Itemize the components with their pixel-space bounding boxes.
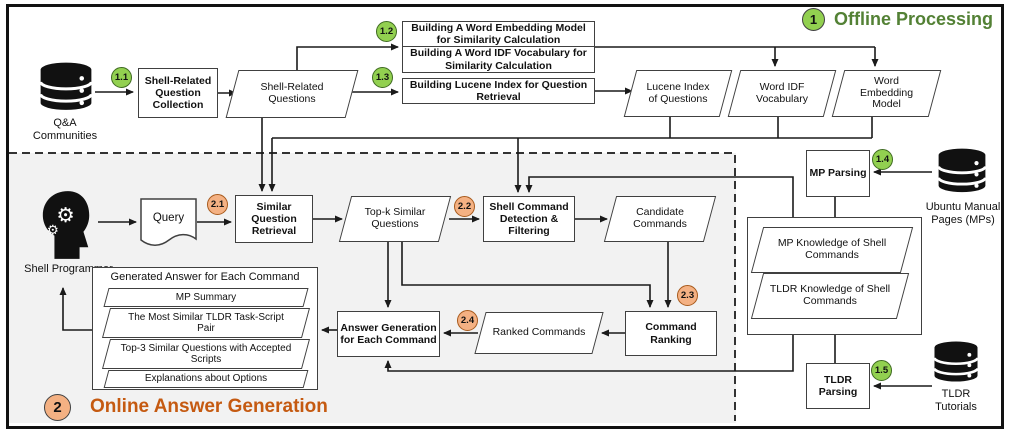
- ranking-label: Command Ranking: [645, 321, 697, 346]
- tldr-db-label: TLDR Tutorials: [935, 388, 977, 413]
- step-1-5-label: 1.5: [874, 365, 889, 376]
- online-number-label: 2: [53, 399, 62, 416]
- online-section-number: 2: [44, 394, 71, 421]
- ubuntu-db-label: Ubuntu Manual Pages (MPs): [925, 201, 1001, 226]
- shell-programmer-icon: ⚙⚙: [38, 190, 96, 260]
- lucene-index-label: Lucene Index of Questions: [646, 80, 710, 105]
- idf-vocab-parallelogram: Word IDF Vocabulary: [734, 70, 830, 117]
- step-1-4-label: 1.4: [875, 154, 890, 165]
- build-embedding-box: Building A Word Embedding Model for Simi…: [402, 21, 595, 47]
- ranking-box: Command Ranking: [625, 311, 717, 356]
- step-badge-2-2: 2.2: [454, 196, 475, 217]
- generated-answer-container: Generated Answer for Each Command MP Sum…: [92, 267, 318, 390]
- detection-box: Shell Command Detection & Filtering: [483, 196, 575, 242]
- mp-parsing-box: MP Parsing: [806, 150, 870, 197]
- generated-answer-title: Generated Answer for Each Command: [110, 271, 300, 283]
- retrieval-label: Similar Question Retrieval: [251, 200, 297, 238]
- build-lucene-box: Building Lucene Index for Question Retri…: [402, 78, 595, 104]
- answer-item-label: Explanations about Options: [144, 373, 268, 385]
- offline-section-title: Offline Processing: [834, 9, 994, 29]
- retrieval-box: Similar Question Retrieval: [235, 195, 313, 243]
- idf-vocab-label: Word IDF Vocabulary: [756, 80, 808, 105]
- offline-section-number: 1: [802, 8, 825, 31]
- tldr-database-icon: [930, 340, 982, 386]
- qa-database-icon: [38, 60, 94, 116]
- step-badge-1-4: 1.4: [872, 149, 893, 170]
- mp-knowledge-label: MP Knowledge of Shell Commands: [777, 237, 887, 261]
- step-badge-1-1: 1.1: [111, 67, 132, 88]
- detection-label: Shell Command Detection & Filtering: [489, 200, 569, 238]
- query-document: Query: [140, 198, 197, 250]
- collection-box: Shell-Related Question Collection: [138, 68, 218, 118]
- answer-item-explanations: Explanations about Options: [106, 370, 306, 388]
- ranked-parallelogram: Ranked Commands: [480, 312, 598, 354]
- collection-label: Shell-Related Question Collection: [144, 74, 212, 112]
- candidates-label: Candidate Commands: [633, 206, 687, 230]
- answer-item-label: MP Summary: [175, 291, 237, 303]
- tldr-parsing-label: TLDR Parsing: [818, 373, 858, 398]
- candidates-parallelogram: Candidate Commands: [610, 196, 710, 242]
- answer-item-top3-questions: Top-3 Similar Questions with Accepted Sc…: [106, 339, 306, 369]
- mp-parsing-label: MP Parsing: [809, 167, 867, 180]
- step-2-1-label: 2.1: [210, 199, 225, 210]
- topk-parallelogram: Top-k Similar Questions: [345, 196, 445, 242]
- step-2-3-label: 2.3: [680, 290, 695, 301]
- step-1-2-label: 1.2: [379, 26, 394, 37]
- online-section-title: Online Answer Generation: [90, 396, 328, 417]
- step-badge-1-3: 1.3: [372, 67, 393, 88]
- ubuntu-database-icon: [936, 147, 988, 197]
- build-embedding-label: Building A Word Embedding Model for Simi…: [411, 21, 586, 46]
- shell-questions-label: Shell-Related Questions: [260, 81, 324, 105]
- embedding-model-parallelogram: Word Embedding Model: [838, 70, 935, 117]
- gear-icon: ⚙: [56, 205, 74, 227]
- offline-number-label: 1: [809, 12, 818, 27]
- gear-icon-small: ⚙: [47, 223, 59, 238]
- step-badge-2-3: 2.3: [677, 285, 698, 306]
- step-2-2-label: 2.2: [457, 201, 472, 212]
- lucene-index-parallelogram: Lucene Index of Questions: [630, 70, 726, 117]
- mp-knowledge-parallelogram: MP Knowledge of Shell Commands: [757, 227, 907, 273]
- build-lucene-label: Building Lucene Index for Question Retri…: [409, 78, 588, 103]
- answer-gen-box: Answer Generation for Each Command: [337, 311, 440, 357]
- topk-label: Top-k Similar Questions: [364, 206, 426, 230]
- step-1-3-label: 1.3: [375, 72, 390, 83]
- step-badge-1-5: 1.5: [871, 360, 892, 381]
- answer-gen-label: Answer Generation for Each Command: [340, 321, 437, 346]
- build-idf-box: Building A Word IDF Vocabulary for Simil…: [402, 46, 595, 73]
- step-1-1-label: 1.1: [114, 72, 129, 83]
- shell-questions-parallelogram: Shell-Related Questions: [232, 70, 352, 118]
- step-badge-1-2: 1.2: [376, 21, 397, 42]
- tldr-parsing-box: TLDR Parsing: [806, 363, 870, 409]
- query-label: Query: [152, 212, 185, 224]
- build-idf-label: Building A Word IDF Vocabulary for Simil…: [410, 47, 587, 72]
- qa-db-label: Q&A Communities: [32, 117, 98, 142]
- step-badge-2-4: 2.4: [457, 310, 478, 331]
- tldr-knowledge-label: TLDR Knowledge of Shell Commands: [769, 283, 891, 307]
- tldr-knowledge-parallelogram: TLDR Knowledge of Shell Commands: [757, 273, 903, 319]
- answer-item-tldr-pair: The Most Similar TLDR Task-Script Pair: [106, 308, 306, 338]
- answer-item-label: The Most Similar TLDR Task-Script Pair: [128, 311, 284, 334]
- shell-programmer-label: Shell Programmer: [24, 263, 113, 275]
- answer-item-label: Top-3 Similar Questions with Accepted Sc…: [120, 342, 292, 365]
- step-badge-2-1: 2.1: [207, 194, 228, 215]
- step-2-4-label: 2.4: [460, 315, 475, 326]
- ranked-label: Ranked Commands: [492, 326, 586, 339]
- answer-item-mp-summary: MP Summary: [106, 288, 306, 307]
- embedding-model-label: Word Embedding Model: [859, 74, 914, 111]
